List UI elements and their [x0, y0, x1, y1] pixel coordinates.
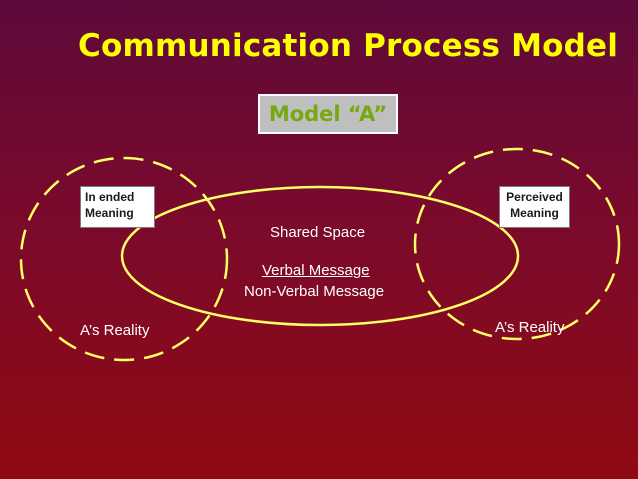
left-reality-circle [19, 156, 229, 362]
intended-meaning-box: In ended Meaning [80, 186, 155, 228]
verbal-message-label: Verbal Message [262, 262, 370, 279]
perceived-meaning-line1: Perceived [506, 190, 563, 204]
left-reality-label: A’s Reality [80, 322, 150, 339]
intended-meaning-line2: Meaning [85, 206, 134, 220]
slide-title: Communication Process Model [78, 28, 619, 64]
perceived-meaning-line2: Meaning [510, 206, 559, 220]
nonverbal-message-label: Non-Verbal Message [244, 283, 385, 300]
perceived-meaning-box: Perceived Meaning [499, 186, 570, 228]
shared-space-ellipse [120, 185, 520, 327]
shared-space-label: Shared Space [270, 224, 366, 241]
model-label-box: Model “A” [258, 94, 398, 134]
right-reality-label: A’s Reality [495, 319, 565, 336]
right-reality-circle [413, 147, 621, 341]
intended-meaning-line1: In ended [85, 190, 135, 204]
